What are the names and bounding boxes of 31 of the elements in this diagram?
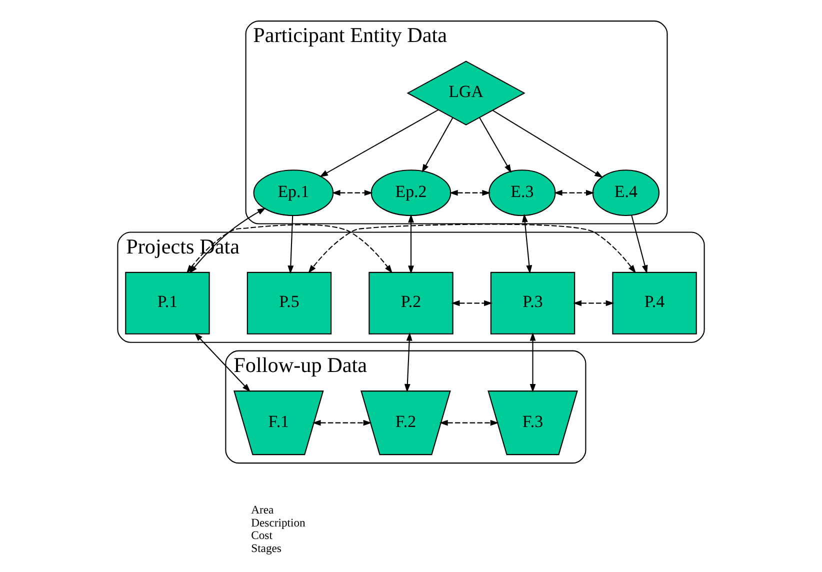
- node-box: P.3: [490, 272, 576, 334]
- arrow: [451, 300, 493, 306]
- arrow: [631, 215, 648, 274]
- label: Area: [251, 504, 274, 517]
- arrow: [554, 190, 594, 196]
- node-box: P.4: [612, 272, 697, 334]
- arrow: [449, 190, 491, 196]
- arrow: [408, 214, 414, 274]
- arrow: [312, 420, 372, 426]
- node-box: P.2: [368, 272, 454, 334]
- arrow: [404, 332, 412, 392]
- arrow: [422, 118, 454, 173]
- node-box: P.5: [246, 272, 332, 334]
- node-ellipse: Ep.2: [370, 170, 452, 216]
- arrow: [573, 300, 614, 306]
- label: Description: [251, 516, 306, 530]
- node-ellipse: E.3: [488, 170, 556, 216]
- node-box: P.1: [125, 272, 210, 334]
- label: Stages: [251, 542, 282, 555]
- arrow: [522, 214, 532, 274]
- arrow: [439, 420, 499, 426]
- label: Cost: [251, 529, 272, 542]
- arrow: [308, 224, 636, 274]
- arrow: [530, 332, 536, 392]
- arrow: [479, 118, 512, 174]
- arrow: [332, 190, 373, 196]
- arrow: [492, 110, 604, 178]
- arrow: [194, 332, 251, 392]
- node-diamond: LGA: [406, 60, 526, 126]
- arrow: [288, 216, 294, 274]
- arrow: [319, 109, 439, 178]
